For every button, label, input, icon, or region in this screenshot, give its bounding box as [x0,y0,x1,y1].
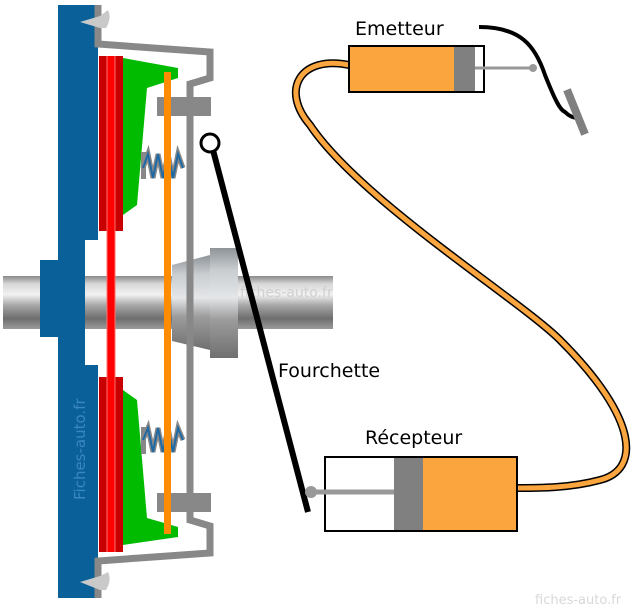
pedal [563,88,589,136]
disc-hub [107,56,115,552]
emetteur-fluid [350,47,454,91]
emetteur-piston [454,47,475,91]
rivet-bottom [80,572,110,590]
diaphragm [164,72,171,534]
pedal-lever [478,25,579,120]
clutch-cover-top [94,5,214,598]
hydraulic-line [291,59,631,492]
fork [210,149,311,513]
emetteur-label: Emetteur [355,18,444,40]
fork-pivot [199,132,221,154]
pressure-plate-bottom [123,390,178,545]
spring-bottom [140,419,186,454]
recepteur-piston [394,458,423,530]
recepteur-label: Récepteur [365,427,462,449]
fourchette-label: Fourchette [278,360,380,382]
site-watermark: fiches-auto.fr [535,593,622,608]
spring-top [140,144,186,179]
pressure-plate-top [123,58,178,215]
flywheel-watermark: Fiches-auto.fr [71,398,89,500]
shaft-watermark: fiches-auto.fr [240,285,333,301]
rivet-top [80,10,110,28]
hub-collar [210,248,238,358]
recepteur-fluid [423,458,516,530]
flywheel [40,5,98,598]
